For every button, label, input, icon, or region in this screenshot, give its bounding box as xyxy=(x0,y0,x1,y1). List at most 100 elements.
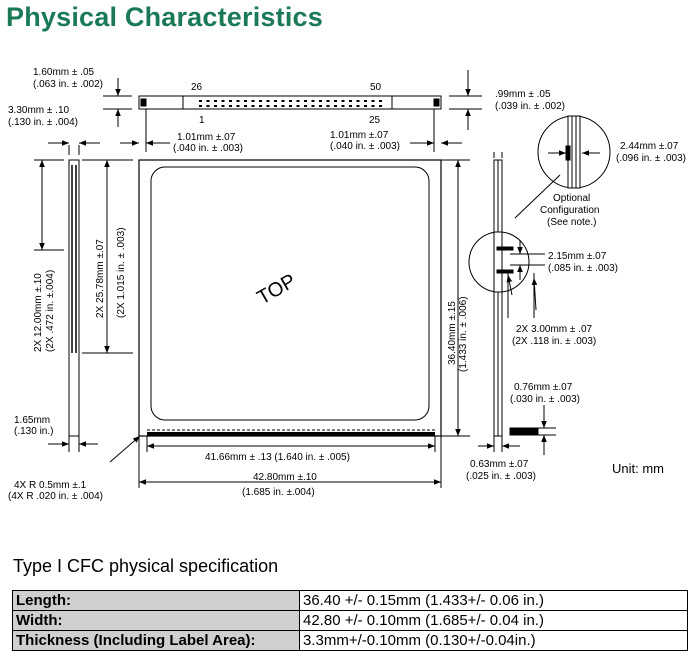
dim-099-mm: .99mm ± .05 xyxy=(495,89,551,100)
dim-244-in: (.096 in. ± .003) xyxy=(616,153,686,164)
connector-pin xyxy=(199,100,202,102)
optional-label-1: Optional xyxy=(553,193,590,204)
unit-label: Unit: mm xyxy=(612,461,664,476)
dim-160-mm: 1.60mm ± .05 xyxy=(33,67,95,78)
connector-pin xyxy=(229,105,232,107)
dim-063-mm: 0.63mm ±.07 xyxy=(470,459,529,470)
connector-pin xyxy=(319,100,322,102)
spec-value-thickness: 3.3mm+/-0.10mm (0.130+/-0.04in.) xyxy=(299,630,688,651)
connector-pin xyxy=(334,100,337,102)
spec-value-length: 36.40 +/- 0.15mm (1.433+/- 0.06 in.) xyxy=(299,590,688,611)
connector-pin xyxy=(206,100,210,102)
left-side-view xyxy=(34,140,133,452)
dim-2578-mm: 2X 25.78mm ±.07 xyxy=(95,239,106,318)
dim-076-mm: 0.76mm ±.07 xyxy=(514,382,573,393)
connector-pin xyxy=(356,100,360,102)
connector-pin xyxy=(356,105,360,107)
dim-3640-mm: 36.40mm ±.15 xyxy=(447,301,458,365)
spec-value-width: 42.80 +/- 0.10mm (1.685+/- 0.04 in.) xyxy=(299,610,688,631)
connector-pin xyxy=(289,105,292,107)
card-outline xyxy=(138,159,442,437)
pin-label-25: 25 xyxy=(369,115,381,126)
connector-pin xyxy=(364,100,367,102)
connector-pin xyxy=(319,105,322,107)
dim-3640 xyxy=(441,159,470,437)
right-side-view xyxy=(478,152,556,455)
dim-099-in: (.039 in. ± .002) xyxy=(495,101,565,112)
dim-099 xyxy=(449,70,482,130)
connector-pin xyxy=(266,105,270,107)
connector-pin xyxy=(341,105,345,107)
dim-300-mm: 2X 3.00mm ± .07 xyxy=(516,324,593,335)
connector-pin xyxy=(296,100,300,102)
table-row: Thickness (Including Label Area): 3.3mm+… xyxy=(12,630,688,651)
connector-pin xyxy=(229,100,232,102)
dim-330-in: (.130 in. ± .004) xyxy=(8,117,78,128)
connector-pin xyxy=(371,105,375,107)
dim-4280-mm: 42.80mm ±.10 xyxy=(253,472,317,483)
dim-radius-mm: 4X R 0.5mm ±.1 xyxy=(14,480,87,491)
dim-165-mm: 1.65mm xyxy=(14,415,50,426)
connector-pin xyxy=(334,105,337,107)
optional-label-3: (See note.) xyxy=(547,217,596,228)
connector-pin xyxy=(214,100,217,102)
connector-pin xyxy=(311,105,315,107)
dim-radius-in: (4X R .020 in. ± .004) xyxy=(8,491,103,502)
table-row: Length: 36.40 +/- 0.15mm (1.433+/- 0.06 … xyxy=(12,590,688,611)
connector-pin xyxy=(251,100,255,102)
connector-pin xyxy=(364,105,367,107)
connector-pins xyxy=(199,100,382,107)
connector-pin xyxy=(371,100,375,102)
connector-pin xyxy=(379,105,382,107)
dim-101l-mm: 1.01mm ±.07 xyxy=(177,132,236,143)
dim-4280-in: (1.685 in. ±.004) xyxy=(242,487,315,498)
dim-160 xyxy=(103,78,132,127)
card-top-label: TOP xyxy=(254,270,300,309)
dim-300-in: (2X .118 in. ± .003) xyxy=(512,336,596,347)
dim-2578-in: (2X 1.015 in. ± .003) xyxy=(116,227,127,318)
dim-1200-in: (2X .472 in. ±.004) xyxy=(45,270,56,352)
spec-title: Type I CFC physical specification xyxy=(13,556,279,576)
dim-330-mm: 3.30mm ± .10 xyxy=(8,105,70,116)
dim-076-in: (.030 in. ± .003) xyxy=(510,394,580,405)
connector-pin xyxy=(214,105,217,107)
dim-063-in: (.025 in. ± .003) xyxy=(466,471,536,482)
dim-165-in: (.130 in.) xyxy=(14,426,53,437)
dim-101l-in: (.040 in. ± .003) xyxy=(173,143,243,154)
pin-label-50: 50 xyxy=(370,82,382,93)
table-row: Width: 42.80 +/- 0.10mm (1.685+/- 0.04 i… xyxy=(12,610,688,631)
dim-160-in: (.063 in. ± .002) xyxy=(33,79,103,90)
spec-table: Length: 36.40 +/- 0.15mm (1.433+/- 0.06 … xyxy=(12,590,688,651)
connector-pin xyxy=(304,105,307,107)
dim-3640-in: (1.433 in. ± .006) xyxy=(458,296,469,372)
spec-label-thickness: Thickness (Including Label Area): xyxy=(12,630,300,651)
connector-pin xyxy=(379,100,382,102)
connector-pin xyxy=(326,105,330,107)
connector-edge-view xyxy=(138,95,442,110)
connector-pin xyxy=(251,105,255,107)
connector-pin xyxy=(244,105,247,107)
connector-pin xyxy=(244,100,247,102)
dim-215-in: (.085 in. ± .003) xyxy=(548,263,618,274)
connector-pin xyxy=(259,105,262,107)
connector-pin xyxy=(266,100,270,102)
connector-pin xyxy=(199,105,202,107)
connector-pin xyxy=(349,105,352,107)
dim-101r-mm: 1.01mm ±.07 xyxy=(330,130,389,141)
connector-pin xyxy=(311,100,315,102)
connector-pin xyxy=(274,100,277,102)
connector-pin xyxy=(326,100,330,102)
connector-pin xyxy=(274,105,277,107)
connector-pin xyxy=(296,105,300,107)
detail-circle-small xyxy=(468,174,561,318)
connector-pin xyxy=(304,100,307,102)
connector-pin xyxy=(289,100,292,102)
pin-label-26: 26 xyxy=(191,82,203,93)
connector-pin xyxy=(259,100,262,102)
connector-pin xyxy=(221,100,225,102)
pin-label-1: 1 xyxy=(199,115,205,126)
connector-pin xyxy=(236,100,240,102)
connector-pin xyxy=(281,100,285,102)
detail-circle-optional xyxy=(537,115,611,189)
connector-pin xyxy=(281,105,285,107)
